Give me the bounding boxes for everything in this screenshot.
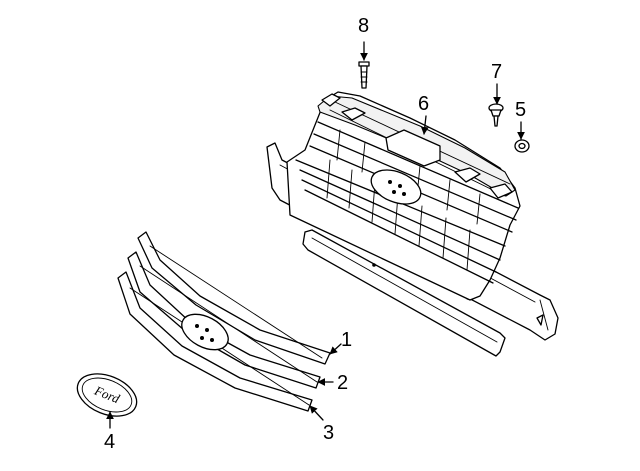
callout-6: 6 <box>418 93 429 115</box>
callout-numbers: 8 7 5 6 1 2 3 4 <box>104 15 526 453</box>
ford-emblem: Ford <box>76 373 138 417</box>
callout-2: 2 <box>337 372 348 394</box>
leader-6 <box>420 115 429 135</box>
leader-lines <box>106 41 525 429</box>
callout-3: 3 <box>323 422 334 444</box>
callout-1: 1 <box>341 329 352 351</box>
push-pin-fastener <box>488 103 504 127</box>
callout-5: 5 <box>515 99 526 121</box>
molding-emblem-mount <box>181 313 229 351</box>
leader-1 <box>329 343 342 355</box>
bolt-fastener <box>358 61 370 89</box>
nut-fastener <box>514 139 530 153</box>
callout-7: 7 <box>491 61 502 83</box>
callout-4: 4 <box>104 431 115 453</box>
grille-reinforcement <box>266 91 559 357</box>
leader-3 <box>309 405 324 421</box>
callout-8: 8 <box>358 15 369 37</box>
grille-molding-middle <box>127 251 321 389</box>
